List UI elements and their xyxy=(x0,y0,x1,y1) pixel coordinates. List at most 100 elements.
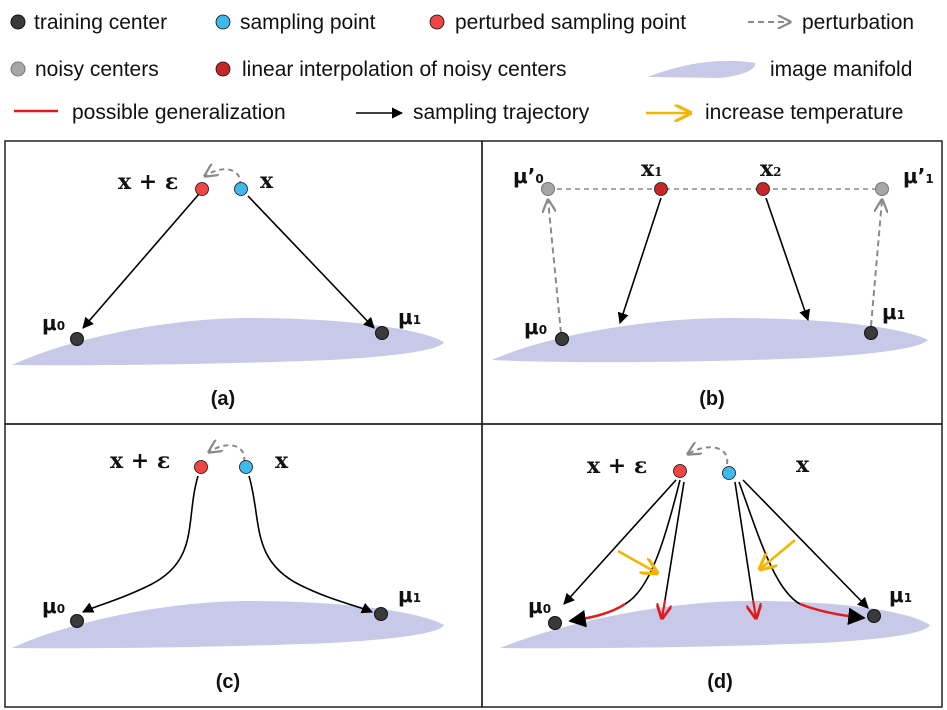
mu-prime0-symbol-b: μ’ xyxy=(513,164,535,188)
noise-arrow-b-left xyxy=(548,200,562,334)
legend-training-center-label: training center xyxy=(34,11,167,34)
perturbed-point-d xyxy=(673,464,687,478)
mu1-label-a: μ1 xyxy=(398,305,421,329)
legend-sampling-point-label: sampling point xyxy=(240,11,376,34)
generalization-d-right-drop xyxy=(753,599,756,618)
mu-prime1-label-b: μ’1 xyxy=(903,164,934,188)
legend-perturbed-point-dot xyxy=(429,14,445,30)
legend-manifold-swatch xyxy=(648,60,756,78)
legend-generalization-label: possible generalization xyxy=(72,101,286,124)
mu1-symbol-b: μ xyxy=(882,300,897,324)
x2-symbol-b: x xyxy=(760,156,774,182)
sampling-point-c xyxy=(239,460,253,474)
x2-subscript-b: 2 xyxy=(773,165,781,179)
generalization-d-right xyxy=(799,602,866,626)
legend-perturbed-point-label: perturbed sampling point xyxy=(455,11,686,34)
mu-prime0-subscript-b: 0 xyxy=(535,172,543,186)
perturbed-point-a xyxy=(195,182,209,196)
mu0-label-a: μ0 xyxy=(42,311,65,335)
manifold-a xyxy=(12,318,444,366)
perturbation-arrow-a xyxy=(205,169,242,187)
panel-a: x + ε x μ0 μ1 (a) xyxy=(12,168,444,410)
mu0-symbol-a: μ xyxy=(42,311,57,335)
mu1-label-b: μ1 xyxy=(882,300,905,324)
mu0-symbol-d: μ xyxy=(528,594,543,618)
training-center-mu0-a xyxy=(70,332,84,346)
mu0-label-d: μ0 xyxy=(528,594,551,618)
interp-point-x2-b xyxy=(756,182,770,196)
x-plus-eps-label-a: x + ε xyxy=(118,169,178,195)
panel-label-d: (d) xyxy=(707,671,733,693)
mu1-subscript-a: 1 xyxy=(413,313,421,327)
mu0-subscript-b: 0 xyxy=(539,323,547,337)
trajectory-d-right-3 xyxy=(742,479,869,609)
interp-point-x1-b xyxy=(654,182,668,196)
mu0-symbol-c: μ xyxy=(42,594,57,618)
manifold-b xyxy=(492,318,928,363)
panel-c: x + ε x μ0 μ1 (c) xyxy=(12,445,444,693)
mu-prime1-symbol-b: μ’ xyxy=(903,164,925,188)
panel-label-b: (b) xyxy=(699,388,725,410)
x1-symbol-b: x xyxy=(641,156,655,182)
training-center-mu1-b xyxy=(864,326,878,340)
mu1-symbol-a: μ xyxy=(398,305,413,329)
noisy-center-mu1-b xyxy=(875,182,889,196)
perturbation-arrow-d xyxy=(688,447,729,465)
legend: training center sampling point perturbed… xyxy=(10,11,914,124)
x2-label-b: x2 xyxy=(760,156,781,182)
noisy-center-mu0-b xyxy=(541,182,555,196)
panel-d-frame xyxy=(481,423,943,708)
training-center-mu0-c xyxy=(70,614,84,628)
trajectory-c-left xyxy=(81,475,199,613)
mu0-label-c: μ0 xyxy=(42,594,65,618)
training-center-mu0-d xyxy=(548,616,562,630)
mu1-label-d: μ1 xyxy=(889,583,912,607)
trajectory-d-left-1 xyxy=(563,479,677,605)
mu1-label-c: μ1 xyxy=(398,583,421,607)
mu0-symbol-b: μ xyxy=(524,315,539,339)
legend-temperature-label: increase temperature xyxy=(705,101,903,124)
mu1-subscript-b: 1 xyxy=(897,308,905,322)
manifold-c xyxy=(12,601,444,649)
panel-d: x + ε x μ0 μ1 (d) xyxy=(500,447,930,693)
mu0-subscript-d: 0 xyxy=(543,602,551,616)
generalization-d-left-drop xyxy=(662,599,665,618)
mu-prime0-label-b: μ’0 xyxy=(513,164,544,188)
training-center-mu1-a xyxy=(375,326,389,340)
panel-label-c: (c) xyxy=(216,671,240,693)
perturbed-point-c xyxy=(194,460,208,474)
x-label-a: x xyxy=(260,168,274,194)
legend-image-manifold-label: image manifold xyxy=(770,58,912,81)
legend-perturbation-label: perturbation xyxy=(802,11,914,34)
mu0-subscript-a: 0 xyxy=(57,319,65,333)
sampling-point-a xyxy=(234,182,248,196)
trajectory-d-left-3 xyxy=(664,481,685,601)
x1-subscript-b: 1 xyxy=(654,165,662,179)
trajectory-b-x1 xyxy=(617,197,662,325)
trajectory-a-right xyxy=(247,195,375,329)
noise-arrow-b-right xyxy=(870,200,882,327)
training-center-mu1-c xyxy=(374,607,388,621)
x-label-d: x xyxy=(796,452,810,478)
trajectory-d-right-1 xyxy=(734,481,754,601)
panel-b: μ’0 x1 x2 μ’1 μ0 μ1 (b) xyxy=(492,156,934,410)
mu1-subscript-d: 1 xyxy=(904,591,912,605)
trajectory-d-left-2 xyxy=(624,479,681,605)
legend-sampling-point-dot xyxy=(215,14,231,30)
x-plus-eps-label-d: x + ε xyxy=(587,453,647,479)
mu1-symbol-c: μ xyxy=(398,583,413,607)
sampling-point-d xyxy=(722,466,736,480)
trajectory-c-right xyxy=(248,475,374,614)
legend-trajectory-label: sampling trajectory xyxy=(413,101,590,124)
legend-interpolation-label: linear interpolation of noisy centers xyxy=(242,58,567,81)
legend-noisy-centers-label: noisy centers xyxy=(35,58,159,81)
x-label-c: x xyxy=(275,448,289,474)
panel-label-a: (a) xyxy=(211,388,235,410)
training-center-mu0-b xyxy=(555,332,569,346)
x-plus-eps-label-c: x + ε xyxy=(110,448,170,474)
mu1-subscript-c: 1 xyxy=(413,591,421,605)
mu0-label-b: μ0 xyxy=(524,315,547,339)
temperature-arrow-d-right xyxy=(760,539,796,569)
manifold-d xyxy=(500,601,930,649)
